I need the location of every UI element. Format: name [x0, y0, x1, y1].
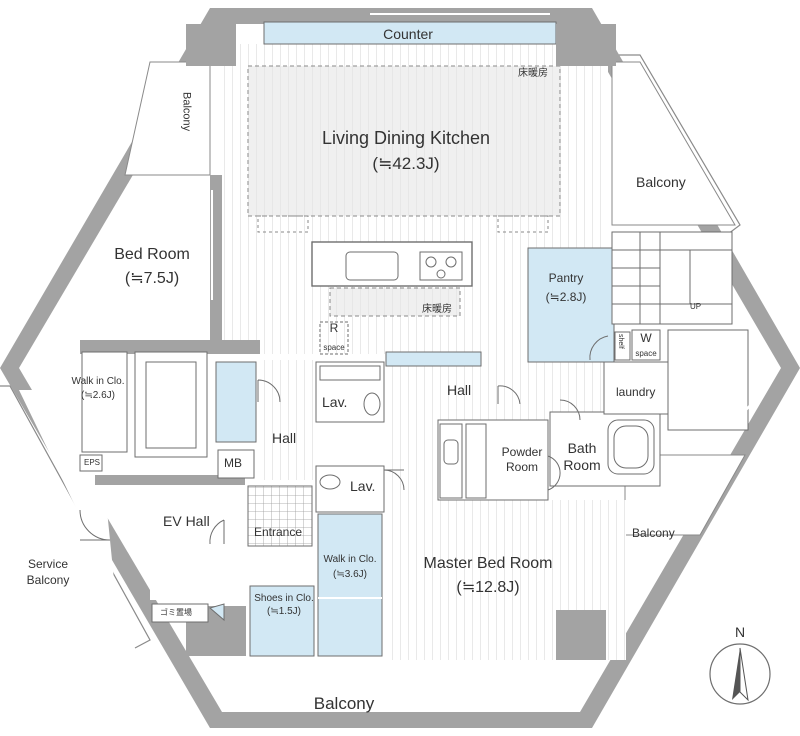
trash-marker — [208, 603, 225, 622]
north-symbol — [709, 643, 771, 705]
powder-basin — [443, 439, 459, 465]
r-space-label: space — [323, 343, 345, 352]
wall-left-2 — [80, 340, 260, 354]
floor-heating-tab-1 — [257, 215, 309, 233]
eps-box — [79, 454, 103, 472]
bed-furniture-inner — [145, 361, 197, 449]
laundry-room — [603, 361, 669, 415]
balcony-right-label: Balcony — [636, 174, 686, 190]
entrance-tiles — [247, 485, 313, 547]
powder-line2: Room — [505, 460, 539, 474]
floor-heating-label-top: 床暖房 — [518, 68, 548, 79]
kitchen-sink — [345, 251, 399, 281]
service-balcony-area — [19, 390, 140, 640]
w-label: W — [640, 331, 652, 345]
floor-heating-tab-2 — [497, 215, 549, 233]
up-label: UP — [690, 302, 702, 311]
r-label: R — [329, 321, 339, 335]
master-name: Master Bed Room — [423, 555, 553, 572]
powder-vanity-2 — [465, 423, 487, 499]
right-wall-room — [667, 329, 749, 431]
bed-name: Bed Room — [114, 246, 190, 263]
balcony-left-area — [124, 61, 211, 176]
lav-bottom-label: Lav. — [350, 478, 376, 494]
balcony-left-label: Balcony — [180, 92, 193, 132]
wall-ev — [95, 475, 245, 485]
bed-size: (≒7.5J) — [124, 270, 180, 287]
storage-left-hall — [215, 361, 257, 443]
shoes-size: (≒1.5J) — [267, 606, 301, 617]
pantry — [527, 247, 615, 363]
north-arrow-right — [739, 647, 749, 702]
bath-line2: Room — [563, 457, 601, 473]
shoes-room — [249, 585, 315, 657]
ev-hall-floor — [150, 480, 245, 600]
mb-label: MB — [224, 456, 242, 470]
wall-tl — [186, 24, 236, 66]
pantry-name: Pantry — [548, 271, 584, 285]
hall-left-floor — [258, 360, 316, 480]
ldk-name: Living Dining Kitchen — [321, 128, 491, 148]
lav-bottom-toilet — [319, 474, 341, 490]
burner-3 — [436, 269, 446, 279]
wall-master-top — [556, 24, 616, 66]
walkin-left-name: Walk in Clo. — [71, 376, 125, 387]
lav-top-toilet — [363, 392, 381, 416]
windows — [211, 13, 767, 421]
ev-hall-label: EV Hall — [163, 513, 210, 529]
trash-label: ゴミ置場 — [160, 608, 192, 617]
walkin-center-name: Walk in Clo. — [323, 554, 377, 565]
north-arrow-left — [732, 648, 740, 700]
entrance-label: Entrance — [254, 525, 303, 539]
eps-label: EPS — [84, 458, 101, 467]
balcony-bottom-label: Balcony — [313, 694, 375, 713]
service-line1: Service — [27, 557, 69, 571]
door-swings — [79, 335, 609, 545]
balcony-right-area — [611, 61, 736, 226]
master-size: (≒12.8J) — [456, 579, 520, 596]
bath-line1: Bath — [567, 440, 597, 456]
floor-heating-zone-mid — [329, 287, 461, 317]
master-floor-upper — [386, 420, 436, 510]
floor-heating-zone-top — [247, 65, 561, 217]
bathtub-inner — [613, 425, 649, 469]
service-line2: Balcony — [26, 573, 70, 587]
trash-area — [151, 603, 209, 623]
ldk-size: (≒42.3J) — [372, 154, 440, 173]
pantry-size: (≒2.8J) — [545, 290, 587, 304]
floor-heating-label-mid: 床暖房 — [422, 304, 452, 315]
shoes-name: Shoes in Clo. — [254, 593, 314, 604]
walkin-left-room — [81, 351, 128, 453]
walkin-left-size: (≒2.6J) — [81, 390, 115, 401]
mb-box — [217, 449, 255, 479]
header-storage — [385, 351, 482, 367]
burner-2 — [445, 256, 457, 268]
laundry-label: laundry — [616, 385, 656, 399]
counter-label: Counter — [383, 26, 433, 42]
w-space-box — [631, 329, 661, 361]
hall-left-label: Hall — [272, 430, 297, 446]
powder-line1: Powder — [501, 445, 543, 459]
shelf-label: shelf — [617, 334, 625, 349]
shelf-box — [614, 331, 631, 361]
wall-br — [556, 610, 606, 660]
lav-top-label: Lav. — [322, 394, 348, 410]
hall-center-label: Hall — [447, 382, 472, 398]
balcony-small-label: Balcony — [632, 526, 675, 540]
burner-1 — [425, 256, 437, 268]
kitchen-cooktop — [419, 251, 463, 281]
lav-top-counter — [319, 365, 381, 381]
north-label: N — [734, 624, 746, 640]
w-space-label: space — [635, 349, 657, 358]
walkin-center-size: (≒3.6J) — [333, 569, 367, 580]
walkin-center-room — [317, 513, 383, 657]
stairs — [611, 231, 733, 325]
